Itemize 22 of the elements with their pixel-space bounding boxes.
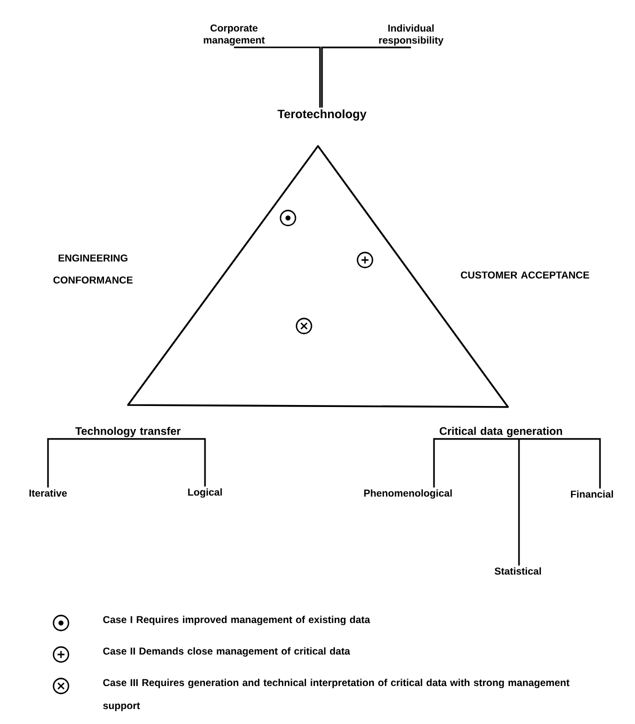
node-text: Terotechnology [278,109,366,121]
node-text: Corporate management [204,24,265,46]
node-text: Statistical [494,567,541,575]
node-text: Financial [571,490,613,498]
bracket-line [321,46,411,108]
bracket-line [128,438,206,487]
legend-text: Case III Requires generation and technical interpretation of critical data with strong management support [103,678,570,712]
bracket-line [234,46,321,108]
node-text: Critical data generation [440,426,562,438]
side-label: ENGINEERING CONFORMANCE [53,254,133,284]
bracket-line [518,438,520,566]
node-text: Technology transfer [75,426,181,438]
node-text: Iterative [30,489,67,497]
bracket-line [433,438,519,488]
bracket-line [47,438,128,488]
legend-text: Case II Demands close management of critical data [103,647,350,657]
node-text: Phenomenological [364,489,452,499]
node-text: Logical [188,488,222,498]
side-label: CUSTOMER ACCEPTANCE [460,271,590,279]
node-text: Individual responsibility [379,24,444,46]
legend-text: Case I Requires improved management of existing data [103,616,370,626]
bracket-line [519,438,601,489]
